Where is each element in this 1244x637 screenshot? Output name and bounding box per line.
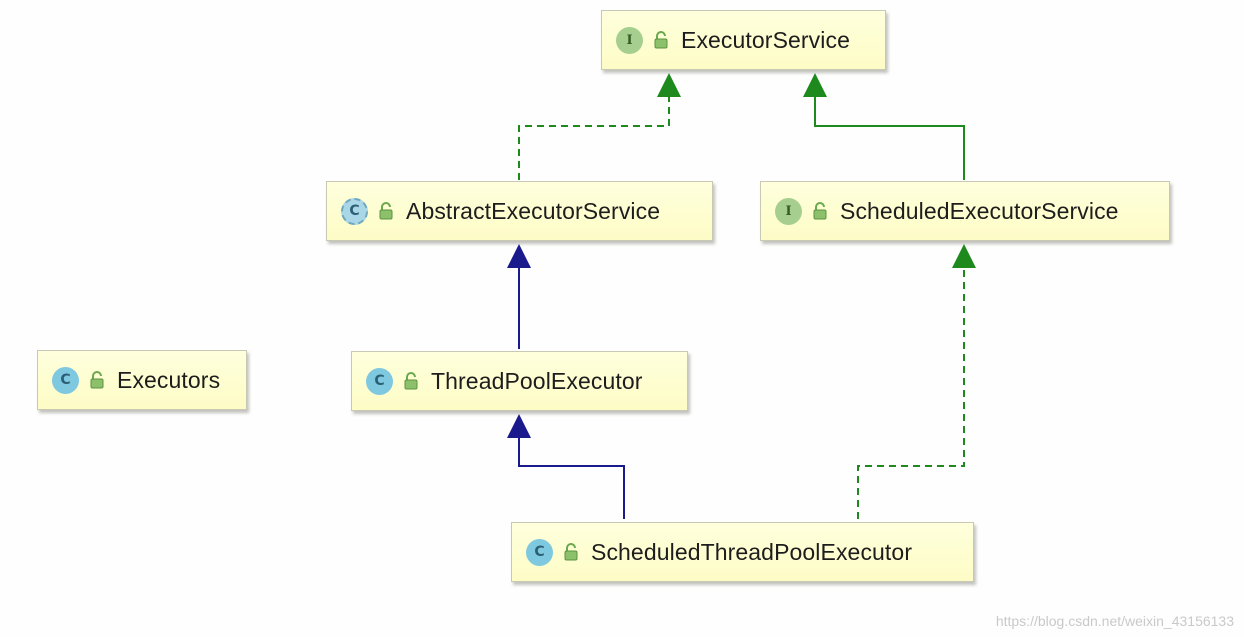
interface-icon: I [775, 197, 802, 225]
node-executor-service[interactable]: I ExecutorService [601, 10, 886, 70]
watermark: https://blog.csdn.net/weixin_43156133 [995, 613, 1234, 629]
node-label: ExecutorService [681, 26, 850, 53]
class-icon: C [526, 538, 553, 566]
open-lock-icon [564, 543, 578, 561]
edge-scheduled-thread-pool-executor-to-scheduled-executor-service [857, 244, 976, 519]
node-thread-pool-executor[interactable]: C ThreadPoolExecutor [351, 351, 688, 411]
open-lock-icon [654, 31, 668, 49]
node-scheduled-thread-pool-executor[interactable]: C ScheduledThreadPoolExecutor [511, 522, 974, 582]
node-executors[interactable]: C Executors [37, 350, 247, 410]
open-lock-icon [90, 371, 104, 389]
node-label: ThreadPoolExecutor [431, 367, 643, 394]
node-label: ScheduledThreadPoolExecutor [591, 538, 913, 565]
class-icon: C [52, 366, 79, 394]
edge-scheduled-thread-pool-executor-to-thread-pool-executor [507, 414, 625, 519]
open-lock-icon [404, 372, 418, 390]
abstract-class-icon: C [341, 197, 368, 225]
node-abstract-executor-service[interactable]: C AbstractExecutorService [326, 181, 713, 241]
open-lock-icon [379, 202, 393, 220]
edge-abstract-executor-service-to-executor-service [518, 73, 681, 180]
interface-icon: I [616, 26, 643, 54]
node-label: ScheduledExecutorService [840, 197, 1119, 224]
open-lock-icon [813, 202, 827, 220]
node-label: Executors [117, 366, 221, 393]
class-icon: C [366, 367, 393, 395]
node-scheduled-executor-service[interactable]: I ScheduledExecutorService [760, 181, 1170, 241]
node-label: AbstractExecutorService [406, 197, 661, 224]
edge-scheduled-executor-service-to-executor-service [803, 73, 965, 180]
edge-thread-pool-executor-to-abstract-executor-service [507, 244, 531, 349]
